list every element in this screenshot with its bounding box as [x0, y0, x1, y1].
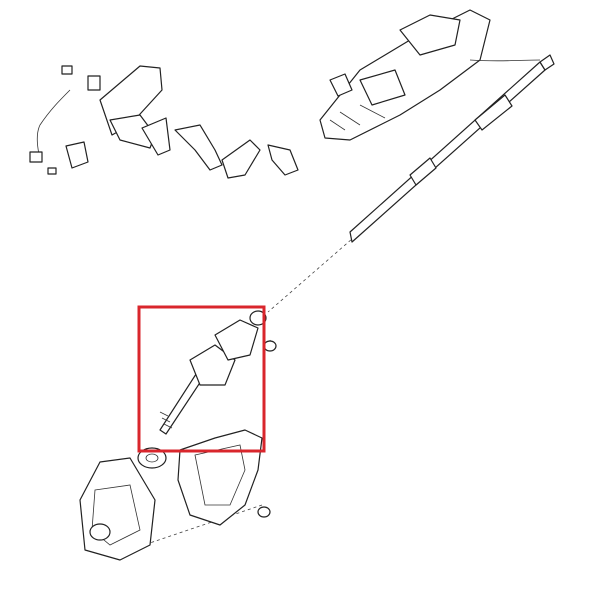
highlight-box: [137, 305, 266, 453]
bolt: [257, 506, 271, 518]
ignition-switch-assembly: [29, 65, 299, 179]
column-hole-cover: [137, 429, 263, 526]
steering-column-upper: [319, 9, 541, 141]
intermediate-shaft-joint: [159, 310, 277, 435]
main-shaft: [349, 54, 555, 243]
boot: [79, 457, 156, 561]
assembly-guide-lines: [134, 231, 361, 549]
